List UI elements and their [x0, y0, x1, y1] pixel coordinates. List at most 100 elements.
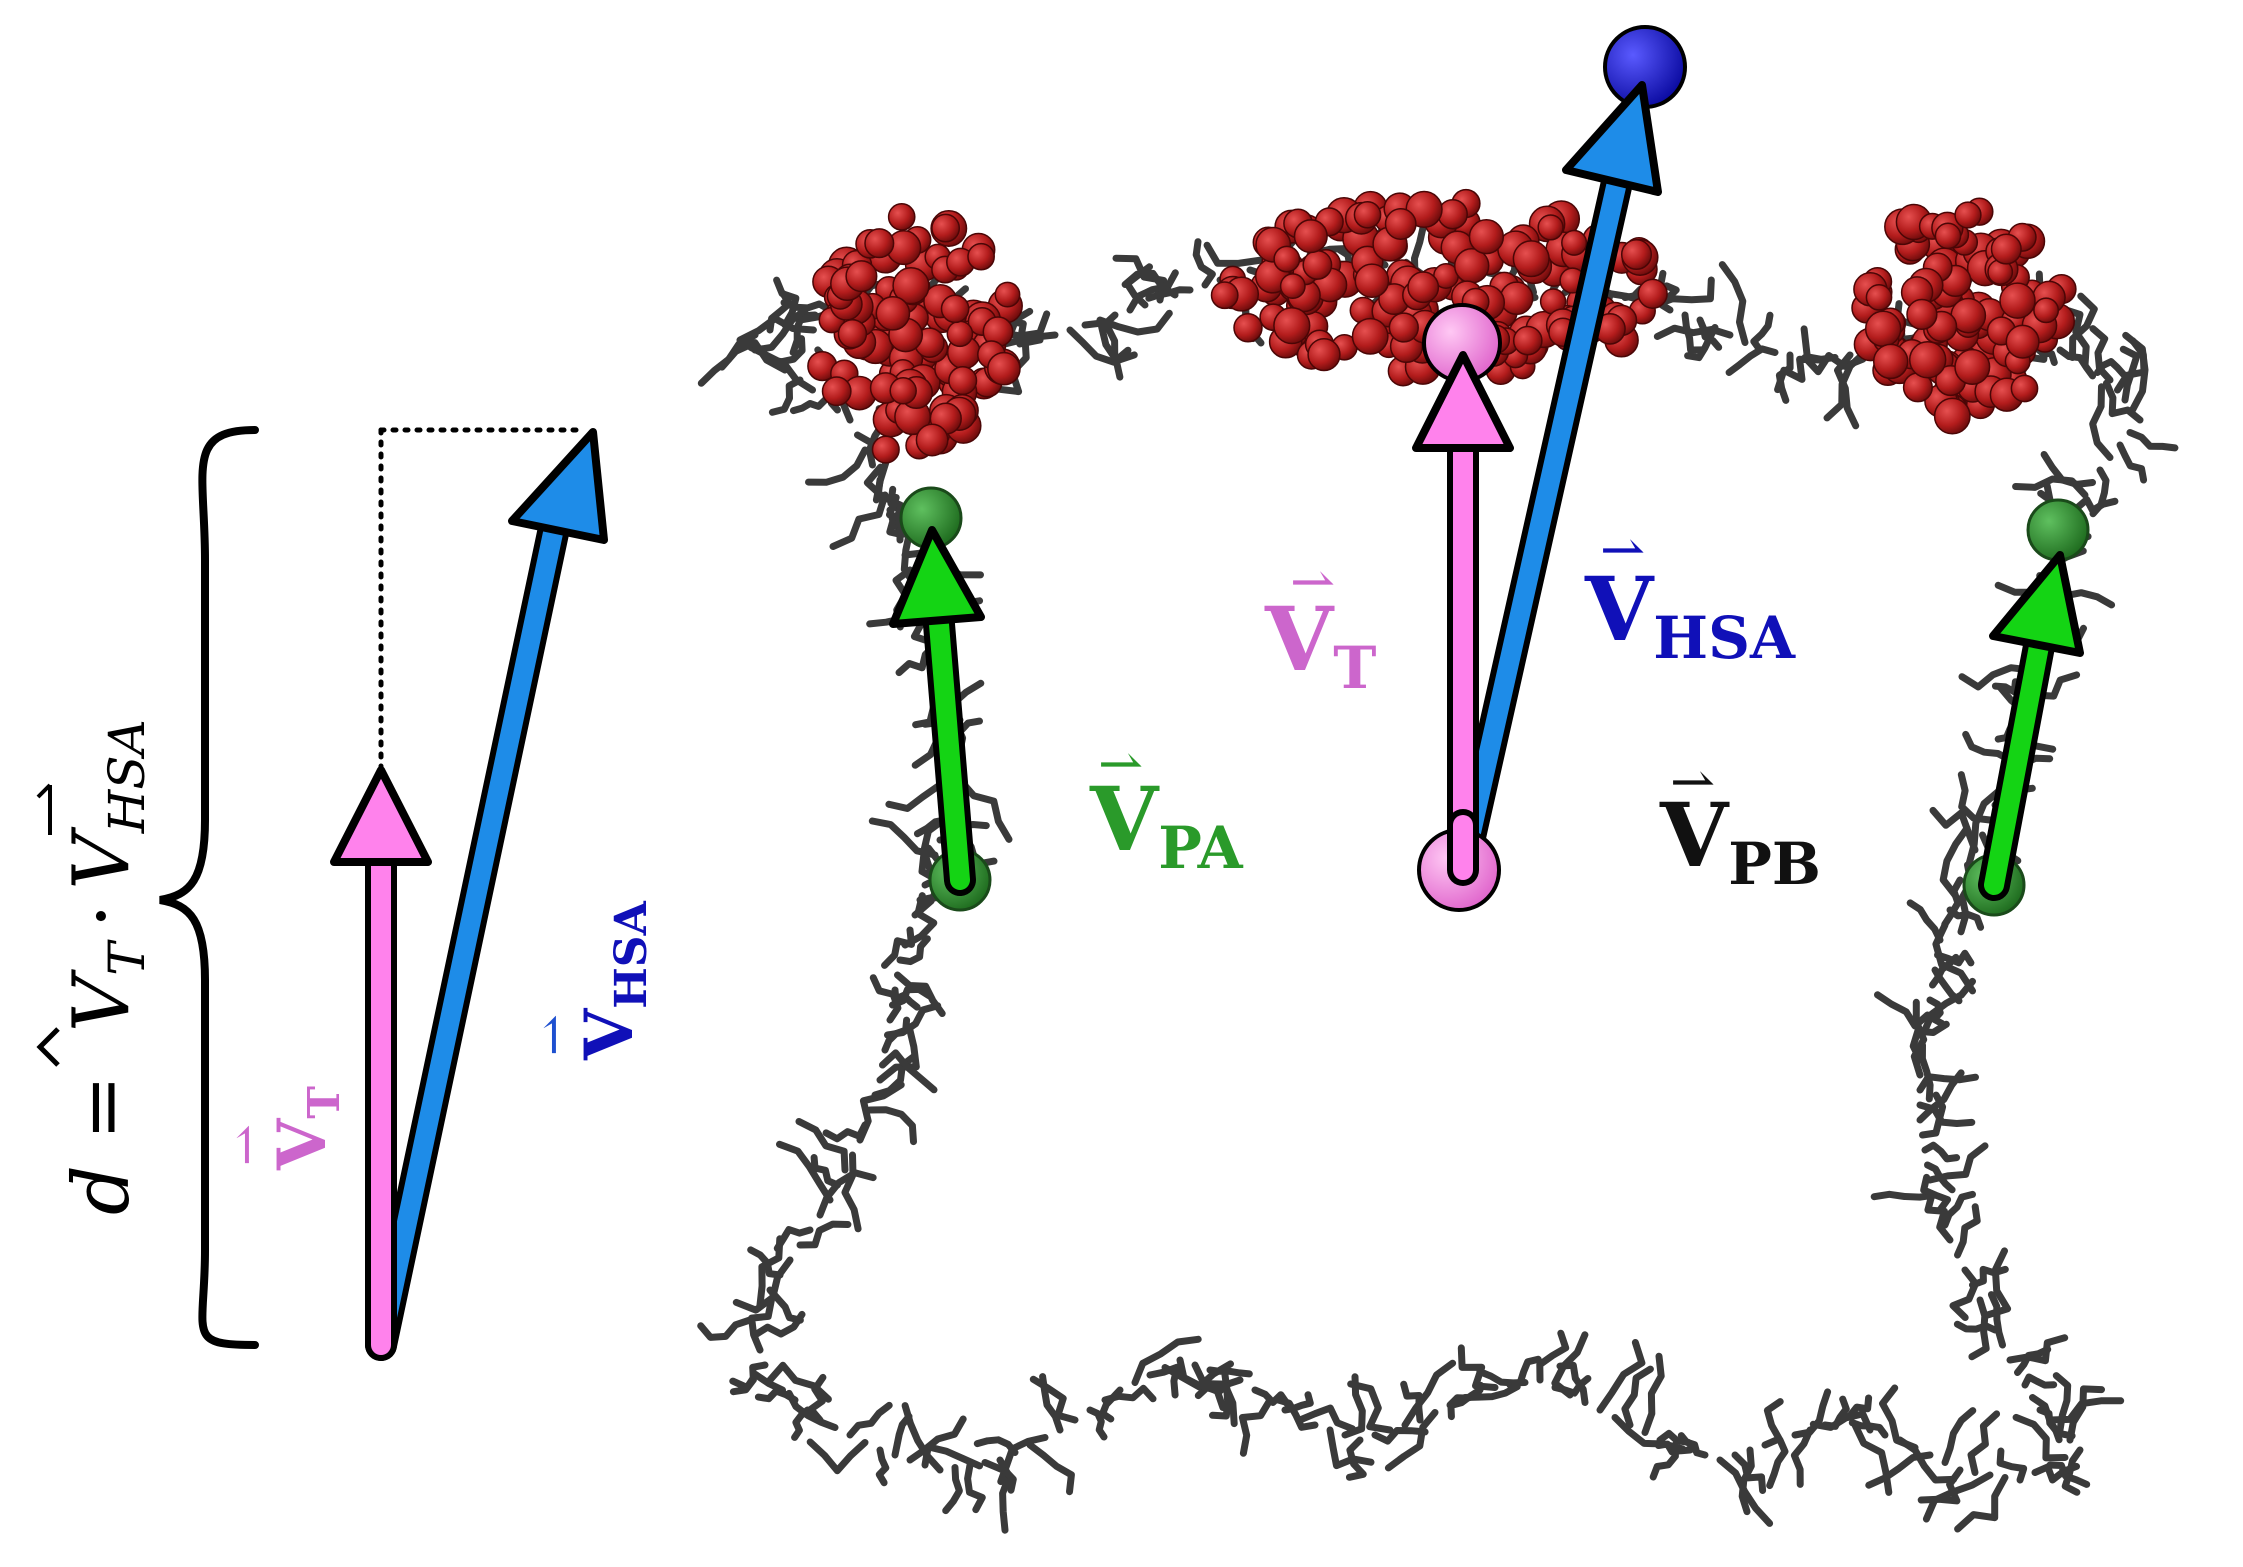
- dna-stick: [2052, 1372, 2072, 1434]
- dna-stick: [829, 491, 889, 550]
- dna-stick: [1656, 1429, 1699, 1455]
- protein-atom: [1908, 341, 1947, 379]
- dna-stick: [1910, 998, 1928, 1079]
- dna-stick: [1039, 1373, 1064, 1434]
- protein-atom: [1210, 281, 1239, 310]
- dna-stick: [751, 306, 809, 354]
- dna-stick: [891, 986, 921, 1011]
- dna-stick: [1896, 1436, 1958, 1484]
- dna-stick: [1823, 349, 1869, 422]
- protein-atom: [1864, 310, 1902, 348]
- dna-stick: [1345, 1436, 1367, 1481]
- dna-stick: [1962, 730, 2014, 764]
- dna-stick: [1874, 991, 1931, 1030]
- dna-stick: [697, 1316, 754, 1341]
- protein-atom: [1872, 343, 1909, 380]
- svg-text:⇀: ⇀: [1098, 732, 1143, 795]
- dna-stick: [1238, 1396, 1274, 1457]
- protein-atom: [1388, 312, 1419, 343]
- dna-stick: [806, 1438, 869, 1475]
- dna-stick: [1987, 1291, 2006, 1349]
- svg-text:⇀: ⇀: [524, 1014, 582, 1056]
- dna-stick: [768, 376, 804, 416]
- dna-stick: [1750, 311, 1774, 354]
- dna-stick: [2014, 1345, 2052, 1376]
- svg-text:⇀: ⇀: [217, 1124, 275, 1166]
- dna-stick: [1126, 269, 1179, 314]
- dna-stick: [805, 446, 869, 486]
- vpa-label: ⇀ VPA: [1089, 732, 1244, 882]
- protein-atom: [1273, 306, 1311, 345]
- dna-stick: [1653, 324, 1734, 340]
- protein-atom: [948, 366, 978, 396]
- dna-stick: [1400, 1380, 1424, 1424]
- dna-stick: [2021, 1373, 2058, 1389]
- dna-stick: [1649, 1441, 1679, 1481]
- dna-stick: [884, 1002, 942, 1039]
- dna-stick: [2103, 379, 2144, 424]
- dna-stick: [889, 985, 933, 1009]
- dna-stick: [1192, 238, 1216, 289]
- dna-stick: [1716, 1456, 1774, 1527]
- dna-stick: [1101, 1384, 1157, 1404]
- vt-label: ⇀ VT: [1264, 550, 1376, 702]
- dna-stick: [981, 1459, 1017, 1494]
- vhsa-label-schematic: VHSA ⇀: [524, 900, 657, 1061]
- dna-stick: [879, 1049, 938, 1094]
- protein-atom: [994, 281, 1021, 308]
- protein-atom: [1990, 233, 2022, 265]
- dna-stick: [942, 1464, 963, 1515]
- dna-stick: [1347, 1380, 1394, 1434]
- dna-stick: [754, 1387, 799, 1404]
- equation-dot: ·: [57, 904, 147, 929]
- svg-text:⇀: ⇀: [1600, 518, 1645, 581]
- protein-atom: [1273, 245, 1301, 273]
- dna-stick: [1251, 1386, 1291, 1408]
- dna-stick: [1457, 1344, 1499, 1391]
- dna-stick: [1958, 664, 2034, 691]
- dna-stick: [1718, 261, 1749, 346]
- dna-stick: [1131, 1335, 1202, 1386]
- dna-stick: [1916, 1069, 1965, 1124]
- dna-stick: [1996, 1447, 2028, 1484]
- vhsa-arrow: [1447, 25, 1687, 884]
- dna-stick: [1296, 1404, 1356, 1433]
- protein-atom: [2005, 324, 2040, 359]
- equation-vhsa-subscript: HSA: [98, 719, 156, 834]
- dna-stick: [2059, 305, 2090, 369]
- vt-arrow: [1412, 303, 1514, 912]
- dna-stick: [1145, 286, 1194, 302]
- vhsa-arrow-schematic: [365, 428, 608, 1361]
- dna-stick: [2122, 331, 2149, 414]
- dna-stick: [1536, 1329, 1570, 1384]
- equation-panel: d = VT·VHSA VT: [36, 426, 657, 1361]
- protein-atom: [2010, 374, 2039, 403]
- protein-atom: [1233, 313, 1263, 343]
- equation-vhsa-symbol: V: [57, 827, 147, 890]
- dna-stick: [2089, 325, 2114, 384]
- dna-stick: [789, 311, 819, 357]
- protein-atom: [1354, 263, 1390, 299]
- dna-stick: [1621, 1365, 1654, 1429]
- dna-stick: [1191, 1361, 1238, 1428]
- vpb-label: ⇀ VPB: [1659, 750, 1821, 898]
- protein-atom: [946, 320, 974, 348]
- dna-stick: [1916, 1073, 1979, 1094]
- dna-stick: [1791, 1388, 1832, 1439]
- dna-stick: [2069, 292, 2098, 361]
- dna-stick: [1725, 345, 1779, 376]
- dna-stick: [1384, 1409, 1439, 1472]
- svg-text:VT: VT: [1264, 587, 1376, 702]
- protein-atom: [1499, 281, 1534, 316]
- dna-stick: [1953, 1320, 1999, 1334]
- protein-atom: [1437, 198, 1468, 230]
- dna-stick: [1949, 1266, 1980, 1321]
- dna-stick: [1681, 311, 1706, 354]
- dna-stick: [1326, 1426, 1375, 1470]
- protein-atom: [1934, 222, 1962, 250]
- dna-stick: [1696, 316, 1723, 351]
- dna-stick: [1934, 949, 1975, 967]
- dna-stick: [1821, 1395, 1850, 1430]
- dna-stick: [2012, 1413, 2069, 1462]
- protein-atom: [1307, 337, 1341, 372]
